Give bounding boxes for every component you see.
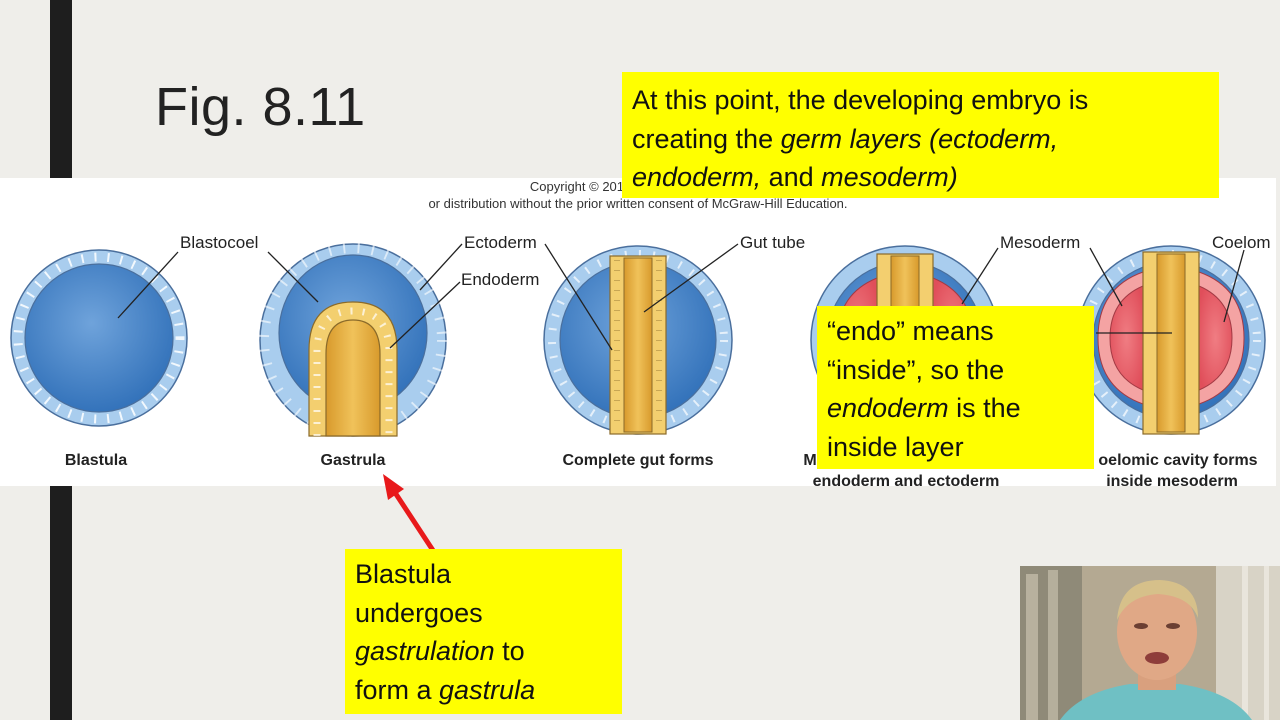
callout-top-line-2b: germ layers (ectoderm,: [780, 123, 1059, 154]
leader-lines: [117, 243, 1245, 351]
coelom-leader-right: [1223, 249, 1245, 323]
callout-top-line-1: At this point, the developing embryo is: [632, 85, 1089, 115]
callout-endo-meaning: “endo” means “inside”, so the endoderm i…: [817, 306, 1094, 469]
callout-endo-line-3b: is the: [948, 393, 1021, 423]
callout-blast-line-3a: gastrulation: [355, 636, 495, 666]
blastocoel-leader: [117, 251, 179, 319]
complete-gut-embryo: [543, 245, 733, 435]
presenter-webcam: [1020, 566, 1280, 720]
label-blastocoel: Blastocoel: [180, 233, 258, 252]
mesoderm-leader: [961, 247, 999, 305]
coelom-leader-left: [1089, 247, 1123, 307]
copyright-line-2: or distribution without the prior writte…: [428, 196, 848, 211]
callout-blast-line-3b: to: [494, 636, 525, 666]
presenter-video-image: [1020, 566, 1280, 720]
caption-gastrula: Gastrula: [321, 452, 386, 469]
caption-coelom-line1: oelomic cavity forms: [1098, 452, 1257, 469]
callout-gastrulation: Blastula undergoes gastrulation to form …: [345, 549, 622, 714]
caption-blastula: Blastula: [65, 452, 127, 469]
label-endoderm: Endoderm: [461, 270, 539, 289]
endoderm-leader: [389, 281, 461, 349]
callout-top-line-3a: endoderm,: [632, 162, 762, 192]
label-coelom: Coelom: [1212, 233, 1271, 252]
callout-blast-line-4b: gastrula: [439, 674, 536, 705]
callout-top-line-3b: and: [761, 162, 822, 192]
coelom-embryo: [1076, 245, 1266, 435]
callout-top-line-2a: creating the: [632, 123, 781, 154]
red-arrow-shaft: [389, 486, 439, 557]
callout-top-line-3c: mesoderm): [821, 162, 958, 192]
embryo-diagram: Blastocoel Ectoderm Endoderm Gut tube Me…: [10, 233, 1271, 486]
callout-endo-line-1: “endo” means: [827, 316, 994, 346]
slide-title: Fig. 8.11: [155, 77, 366, 137]
label-mesoderm: Mesoderm: [1000, 233, 1080, 252]
label-gut-tube: Gut tube: [740, 233, 805, 252]
caption-mesoderm-line1: M: [803, 452, 816, 469]
caption-mesoderm-line2: endoderm and ectoderm: [813, 473, 1000, 486]
callout-germ-layers: At this point, the developing embryo is …: [622, 72, 1219, 198]
blastula-embryo: [10, 249, 188, 427]
gastrula-ectoderm-leader-left: [267, 251, 319, 303]
gut-tube-leader: [643, 243, 739, 313]
label-ectoderm: Ectoderm: [464, 233, 537, 252]
complete-gut-leader: [544, 243, 613, 351]
callout-endo-line-3a: endoderm: [827, 393, 949, 423]
callout-blast-line-2: undergoes: [355, 597, 483, 628]
caption-coelom-line2: inside mesoderm: [1106, 473, 1238, 486]
gastrula-embryo: [251, 235, 455, 445]
ectoderm-leader: [419, 243, 463, 291]
callout-blast-line-1: Blastula: [355, 559, 452, 589]
callout-endo-line-2: “inside”, so the: [827, 354, 1005, 385]
caption-complete-gut: Complete gut forms: [562, 452, 713, 469]
callout-endo-line-4: inside layer: [827, 431, 964, 462]
callout-blast-line-4a: form a: [355, 674, 440, 705]
